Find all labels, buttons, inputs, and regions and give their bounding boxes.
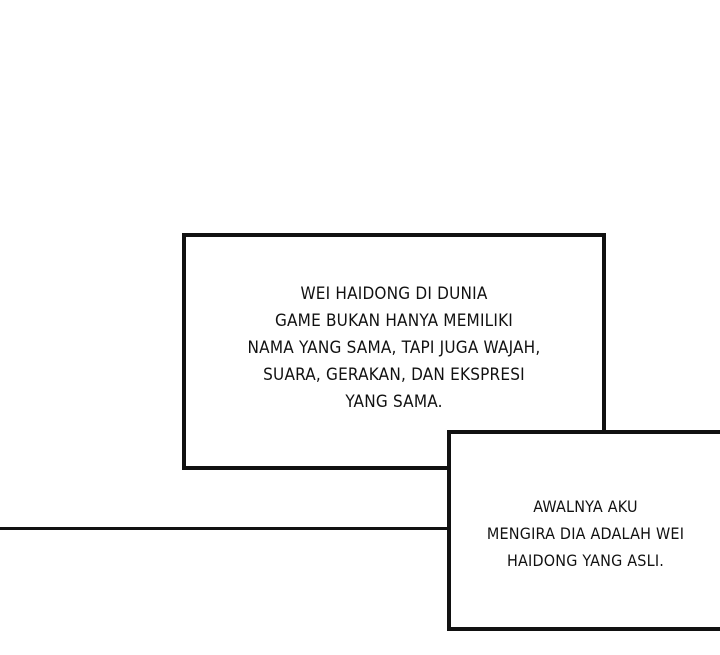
- narration-text-first: WEI HAIDONG DI DUNIA GAME BUKAN HANYA ME…: [247, 284, 541, 412]
- narration-box-first: WEI HAIDONG DI DUNIA GAME BUKAN HANYA ME…: [182, 233, 606, 470]
- narration-box-second: AWALNYA AKU MENGIRA DIA ADALAH WEI HAIDO…: [447, 430, 720, 631]
- panel-border-line: [0, 527, 452, 530]
- narration-text-second: AWALNYA AKU MENGIRA DIA ADALAH WEI HAIDO…: [486, 497, 685, 570]
